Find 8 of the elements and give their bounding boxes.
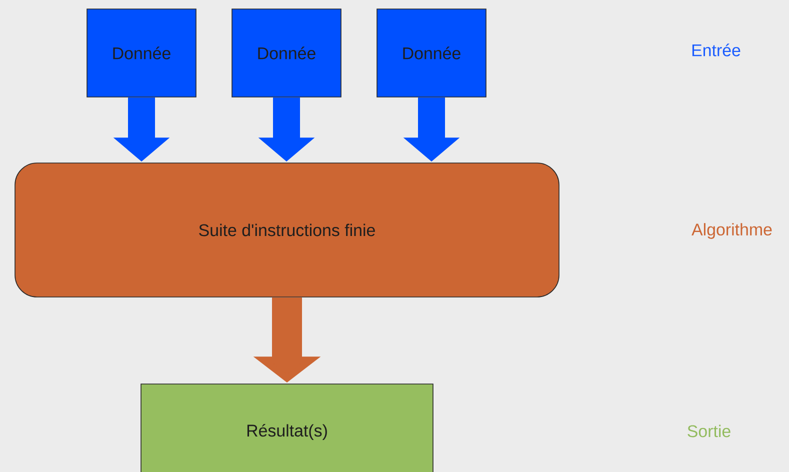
data-box: Donnée xyxy=(376,8,486,98)
data-box: Donnée xyxy=(232,8,342,98)
stage-label: Algorithme xyxy=(692,223,772,239)
result-box: Résultat(s) xyxy=(140,384,434,472)
stage-label: Sortie xyxy=(688,424,730,438)
data-box: Donnée xyxy=(86,8,196,98)
process-box: Suite d'instructions finie xyxy=(14,162,560,298)
stage-label: Entrée xyxy=(692,44,740,56)
